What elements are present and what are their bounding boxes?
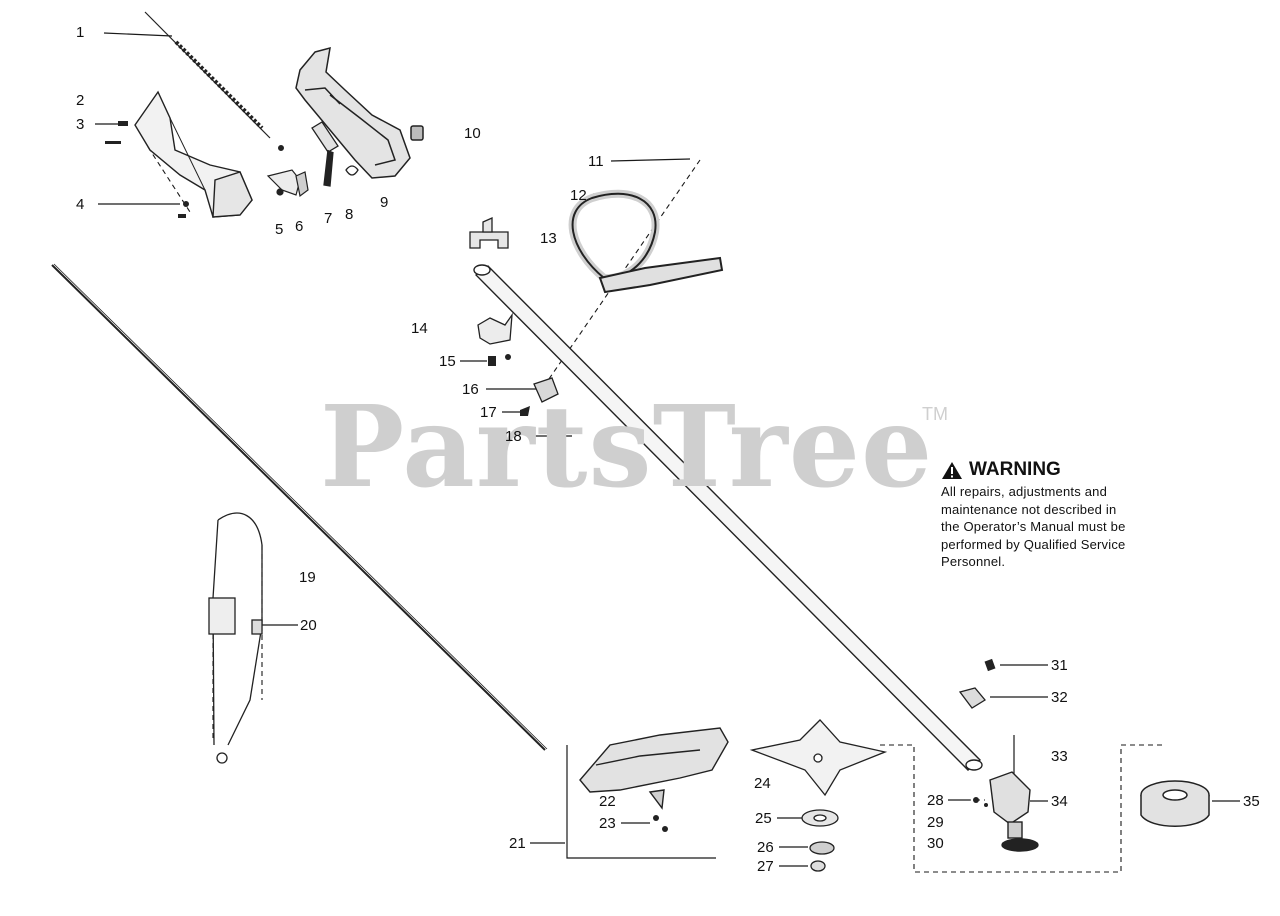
callout-24: 24 xyxy=(754,775,771,792)
switch-parts-5-6 xyxy=(266,169,309,198)
callout-11: 11 xyxy=(588,153,604,170)
drive-tube-part xyxy=(473,264,983,771)
warning-line: performed by Qualified Service xyxy=(941,536,1126,552)
warning-line: All repairs, adjustments and xyxy=(941,484,1108,499)
screw-15 xyxy=(488,354,511,366)
callout-8: 8 xyxy=(345,206,354,223)
callout-25: 25 xyxy=(755,810,772,827)
dashed-link-24-35 xyxy=(880,744,1162,873)
callout-20: 20 xyxy=(300,617,317,634)
callout-34: 34 xyxy=(1051,793,1068,810)
warning-line: Personnel. xyxy=(941,554,1006,569)
callout-19: 19 xyxy=(299,569,316,586)
callout-30: 30 xyxy=(927,835,944,852)
callout-29: 29 xyxy=(927,814,944,831)
callout-18: 18 xyxy=(505,428,522,445)
callout-26: 26 xyxy=(757,839,774,856)
warning-triangle-icon xyxy=(942,461,962,479)
callout-16: 16 xyxy=(462,381,479,398)
screw-31 xyxy=(984,658,996,672)
leader-11 xyxy=(610,158,691,162)
nut-27 xyxy=(810,860,826,872)
callout-21: 21 xyxy=(509,835,526,852)
callout-6: 6 xyxy=(295,218,304,235)
engine-cover-part xyxy=(134,90,253,218)
callout-13: 13 xyxy=(540,230,557,247)
callout-10: 10 xyxy=(464,125,481,142)
screws-3-4 xyxy=(105,121,189,218)
callout-31: 31 xyxy=(1051,657,1068,674)
callout-5: 5 xyxy=(275,221,284,238)
partstree-watermark: PartsTree xyxy=(320,382,934,513)
clamp-32 xyxy=(958,687,986,709)
callout-1: 1 xyxy=(76,24,85,41)
callout-14: 14 xyxy=(411,320,428,337)
bolt-17 xyxy=(520,406,530,416)
blade-part-24 xyxy=(749,719,888,797)
warning-title: WARNING xyxy=(969,459,1061,480)
callout-9: 9 xyxy=(380,194,389,211)
leader-1 xyxy=(103,32,173,37)
warning-line: the Operator’s Manual must be xyxy=(941,519,1126,534)
callout-2: 2 xyxy=(76,92,85,109)
callout-32: 32 xyxy=(1051,689,1068,706)
callout-17: 17 xyxy=(480,404,497,421)
handle-housing-part xyxy=(295,46,424,179)
callout-7: 7 xyxy=(324,210,333,227)
callout-22: 22 xyxy=(599,793,616,810)
callout-27: 27 xyxy=(757,858,774,875)
callout-12: 12 xyxy=(570,187,587,204)
bracket-part-13 xyxy=(469,216,509,249)
throttle-cable-part xyxy=(144,11,284,151)
cup-26 xyxy=(809,841,835,855)
drive-shaft-part xyxy=(51,263,548,751)
gearhead-part-34 xyxy=(989,771,1039,852)
clamp-part-14 xyxy=(477,312,513,345)
trademark-mark: TM xyxy=(922,404,948,424)
dashed-link-3-4 xyxy=(147,146,191,213)
callout-33: 33 xyxy=(1051,748,1068,765)
callout-3: 3 xyxy=(76,116,85,133)
guard-part-22 xyxy=(579,727,729,810)
warning-body: All repairs, adjustments and maintenance… xyxy=(941,483,1181,571)
handle-loop-part xyxy=(568,189,724,294)
screw-28-29 xyxy=(973,797,988,807)
screws-23 xyxy=(653,815,668,832)
washer-25 xyxy=(801,809,839,827)
callout-23: 23 xyxy=(599,815,616,832)
warning-heading: WARNING xyxy=(941,459,1181,481)
callout-28: 28 xyxy=(927,792,944,809)
knob-16 xyxy=(533,377,559,403)
warning-notice: WARNING All repairs, adjustments and mai… xyxy=(941,459,1181,571)
callout-4: 4 xyxy=(76,196,85,213)
callout-35: 35 xyxy=(1243,793,1260,810)
trigger-parts-7-8 xyxy=(311,121,359,187)
trimmer-head-part-35 xyxy=(1140,780,1210,827)
callout-15: 15 xyxy=(439,353,456,370)
warning-line: maintenance not described in xyxy=(941,501,1117,517)
bracket-21 xyxy=(566,745,716,859)
shoulder-strap-part xyxy=(208,512,263,764)
